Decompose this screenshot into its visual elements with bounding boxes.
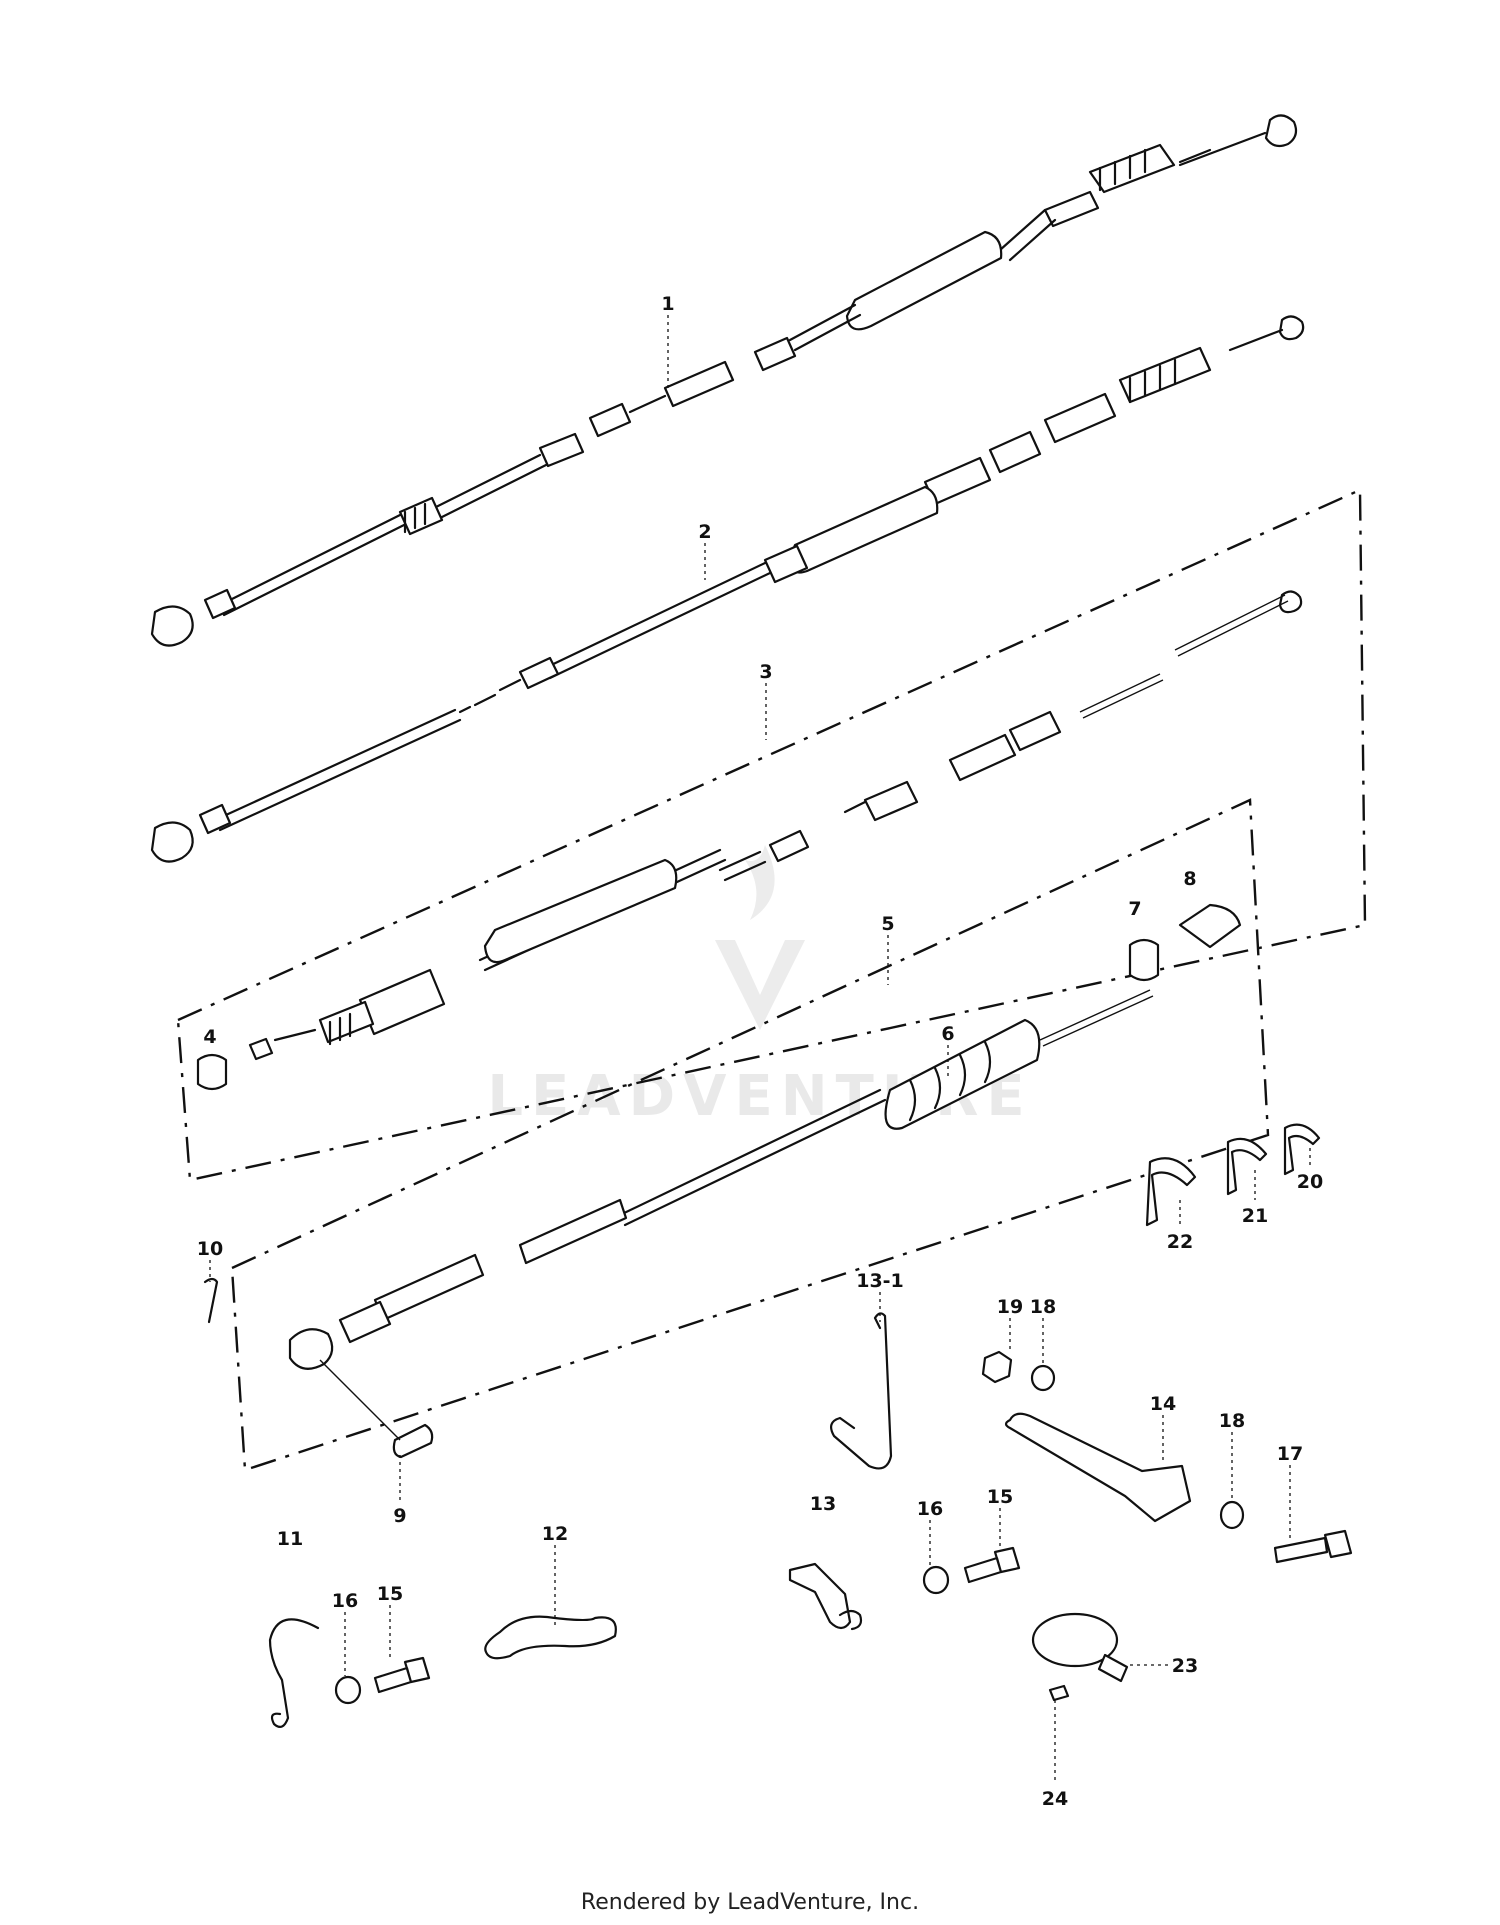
- part-10-drawing: [203, 1277, 219, 1324]
- part-15b-drawing: [963, 1546, 1021, 1584]
- callout-21: 21: [1242, 1205, 1268, 1227]
- part-17-drawing: [1273, 1529, 1353, 1564]
- callout-9: 9: [393, 1505, 406, 1527]
- callout-13: 13: [810, 1493, 836, 1515]
- part-11-drawing: [268, 1618, 320, 1728]
- callout-12: 12: [542, 1523, 568, 1545]
- callout-15-left: 15: [377, 1583, 403, 1605]
- part-13-1-drawing: [829, 1312, 893, 1470]
- callout-labels: 1 2 3 4 5 6 7 8 9 10 11 12 13 13-1 14 15…: [197, 293, 1323, 1810]
- pin-axis-line: [319, 1359, 401, 1441]
- cable-5-drawing: [288, 989, 1154, 1370]
- callout-4: 4: [203, 1026, 216, 1048]
- callout-18-upper: 18: [1030, 1296, 1056, 1318]
- callout-22: 22: [1167, 1231, 1193, 1253]
- part-7-drawing: [1128, 938, 1160, 982]
- render-credit: Rendered by LeadVenture, Inc.: [580, 1890, 920, 1915]
- cable-2-drawing: [150, 315, 1305, 863]
- part-12-drawing: [484, 1615, 617, 1660]
- callout-24: 24: [1042, 1788, 1068, 1810]
- callout-19: 19: [997, 1296, 1023, 1318]
- part-20-drawing: [1283, 1123, 1321, 1176]
- cable-3-drawing: [718, 590, 1303, 882]
- part-8-drawing: [1178, 903, 1242, 949]
- callout-7: 7: [1128, 898, 1141, 920]
- callout-15-right: 15: [987, 1486, 1013, 1508]
- callout-1: 1: [661, 293, 674, 315]
- part-16a-drawing: [334, 1675, 362, 1705]
- callout-8: 8: [1183, 868, 1196, 890]
- part-9-drawing: [392, 1423, 434, 1459]
- part-21-drawing: [1226, 1137, 1268, 1196]
- part-16b-drawing: [922, 1565, 950, 1595]
- part-23-screw-housing: [1097, 1653, 1129, 1683]
- leader-lines: [209, 315, 1311, 1782]
- assembly-outline-cable-3: [176, 488, 1367, 1182]
- callout-18-lower: 18: [1219, 1410, 1245, 1432]
- part-23-drawing: [1031, 1612, 1119, 1668]
- part-18b-drawing: [1219, 1500, 1245, 1530]
- callout-13-1: 13-1: [856, 1270, 904, 1292]
- callout-20: 20: [1297, 1171, 1323, 1193]
- cable-3-lower-drawing: [248, 848, 727, 1061]
- callout-17: 17: [1277, 1443, 1303, 1465]
- part-4-drawing: [196, 1053, 228, 1091]
- part-22-drawing: [1145, 1157, 1197, 1227]
- callout-16-right: 16: [917, 1498, 943, 1520]
- callout-23: 23: [1172, 1655, 1198, 1677]
- callout-10: 10: [197, 1238, 223, 1260]
- cable-1-drawing: [150, 114, 1298, 647]
- part-24-drawing: [1048, 1684, 1070, 1702]
- callout-16-left: 16: [332, 1590, 358, 1612]
- part-18a-drawing: [1030, 1364, 1056, 1392]
- callout-6: 6: [941, 1023, 954, 1045]
- part-19-drawing: [981, 1350, 1013, 1384]
- callout-5: 5: [881, 913, 894, 935]
- part-14-drawing: [1004, 1412, 1192, 1523]
- callout-2: 2: [698, 521, 711, 543]
- part-13-drawing: [788, 1562, 852, 1630]
- part-15a-drawing: [373, 1656, 431, 1694]
- callout-11: 11: [277, 1528, 303, 1550]
- callout-14: 14: [1150, 1393, 1176, 1415]
- callout-3: 3: [759, 661, 772, 683]
- part-13-hook: [838, 1609, 863, 1631]
- assembly-outline-cable-5: [230, 798, 1270, 1472]
